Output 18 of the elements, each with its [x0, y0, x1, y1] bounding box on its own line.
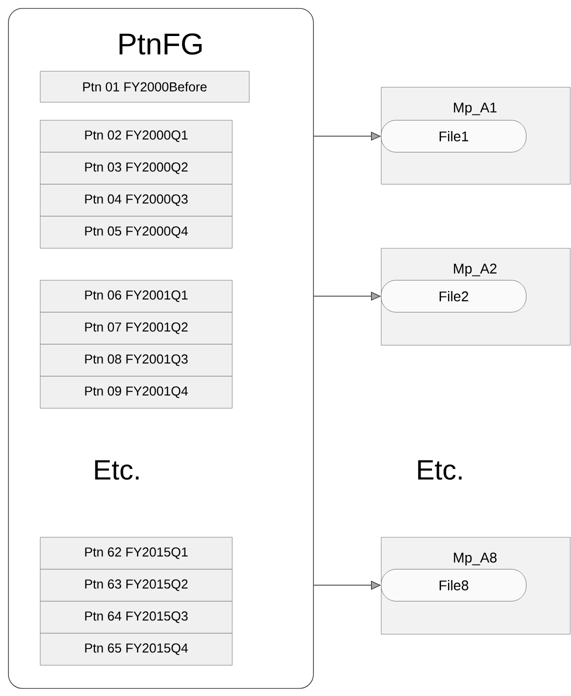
- partition-box: Ptn 07 FY2001Q2: [40, 312, 232, 344]
- partition-box: Ptn 01 FY2000Before: [40, 71, 250, 102]
- partition-box: Ptn 03 FY2000Q2: [40, 152, 232, 184]
- partition-box: Ptn 09 FY2001Q4: [40, 376, 232, 408]
- partition-box: Ptn 08 FY2001Q3: [40, 344, 232, 376]
- partition-box: Ptn 63 FY2015Q2: [40, 569, 232, 602]
- partition-box: Ptn 04 FY2000Q3: [40, 184, 232, 216]
- partition-box: Ptn 02 FY2000Q1: [40, 120, 232, 152]
- partition-box: Ptn 64 FY2015Q3: [40, 601, 232, 634]
- partition-box: Ptn 62 FY2015Q1: [40, 537, 232, 570]
- partition-box: Ptn 06 FY2001Q1: [40, 280, 232, 312]
- file-pill: File2: [381, 280, 526, 312]
- etc-label: Etc.: [95, 460, 139, 480]
- partition-box: Ptn 05 FY2000Q4: [40, 216, 232, 248]
- file-pill: File1: [381, 120, 526, 152]
- etc-label: Etc.: [418, 460, 462, 480]
- file-pill: File8: [381, 569, 526, 602]
- partition-box: Ptn 65 FY2015Q4: [40, 633, 232, 666]
